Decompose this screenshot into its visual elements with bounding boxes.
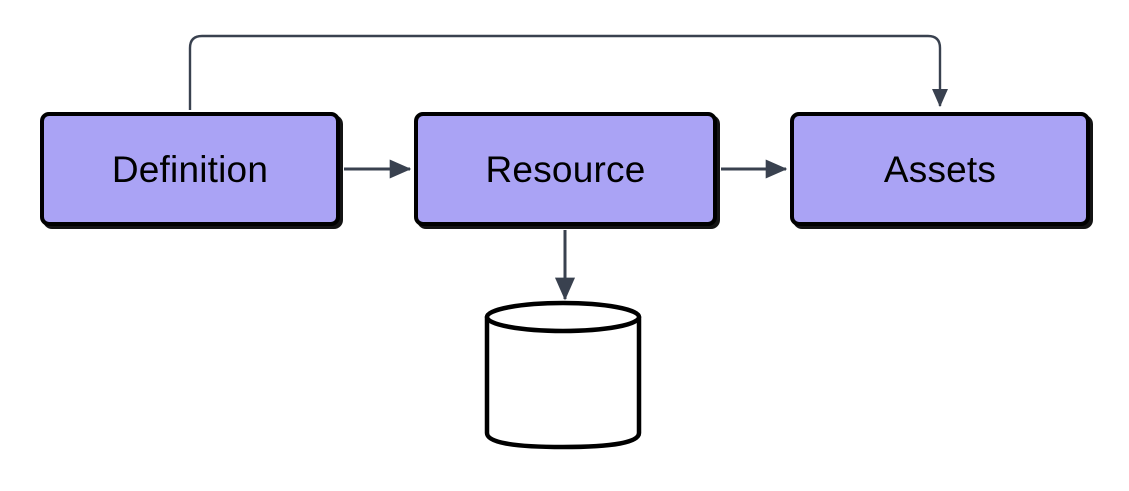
datastore-cylinder: [484, 300, 642, 450]
node-assets[interactable]: Assets: [790, 112, 1090, 226]
node-definition[interactable]: Definition: [40, 112, 340, 226]
node-assets-label: Assets: [883, 148, 997, 190]
node-resource-label: Resource: [485, 148, 646, 190]
node-resource[interactable]: Resource: [414, 112, 717, 226]
node-definition-label: Definition: [111, 148, 269, 190]
edge-definition-to-assets: [188, 34, 949, 110]
